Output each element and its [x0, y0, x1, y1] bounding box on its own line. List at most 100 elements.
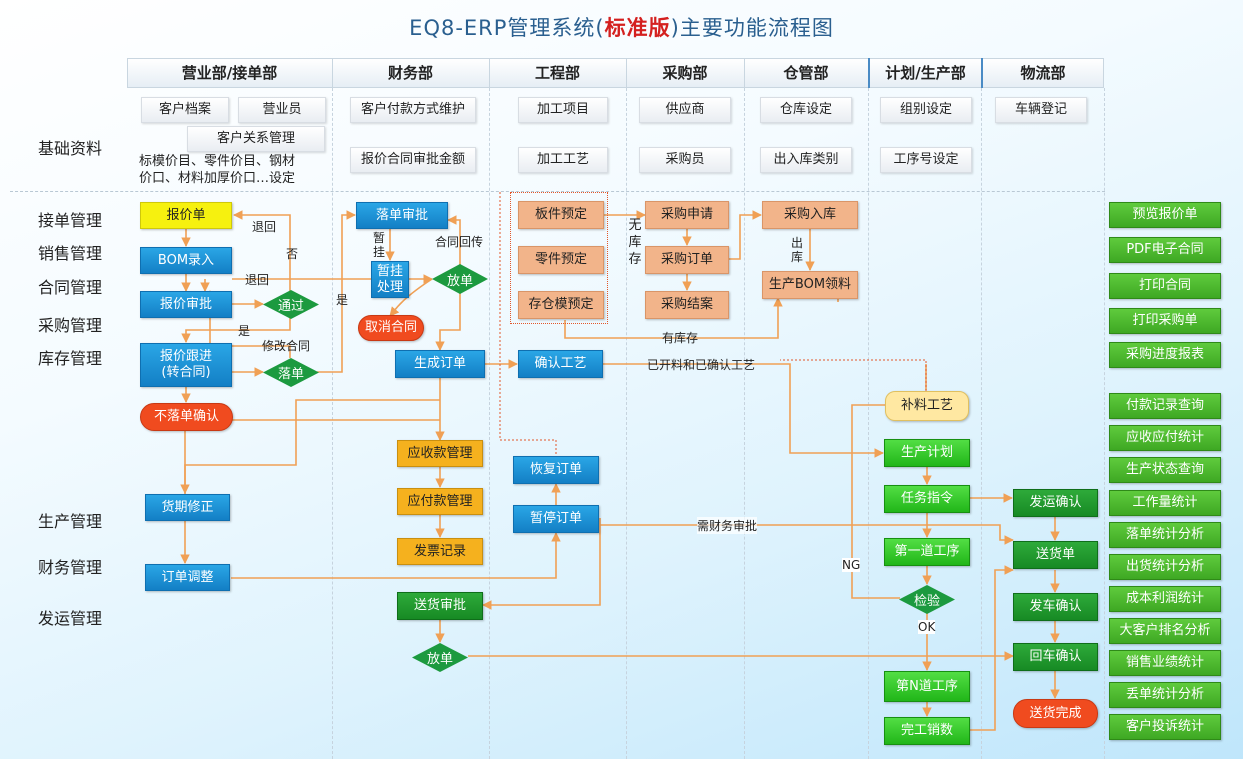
node-return-confirm[interactable]: 回车确认: [1013, 643, 1098, 671]
edge-label-back1: 退回: [252, 220, 277, 234]
node-inspect[interactable]: 检验: [899, 585, 955, 614]
node-release[interactable]: 放单: [432, 264, 488, 294]
node-quote[interactable]: 报价单: [140, 202, 232, 229]
basic-buyer[interactable]: 采购员: [639, 147, 731, 173]
dept-production: 计划/生产部: [885, 64, 966, 82]
edge-label-no: 否: [286, 247, 299, 261]
row-label-order: 接单管理: [38, 211, 103, 230]
title-highlight: 标准版: [604, 16, 671, 40]
node-purchase-in[interactable]: 采购入库: [762, 201, 858, 229]
edge-label-yes1: 是: [238, 324, 251, 338]
basic-group-setting[interactable]: 组别设定: [880, 97, 972, 123]
edge-label-ok: OK: [918, 620, 936, 634]
basic-process-craft[interactable]: 加工工艺: [518, 147, 608, 173]
report-workload[interactable]: 工作量统计: [1109, 490, 1221, 516]
report-order-analysis[interactable]: 落单统计分析: [1109, 522, 1221, 548]
node-task-order[interactable]: 任务指令: [884, 485, 970, 513]
node-quote-approve[interactable]: 报价审批: [140, 291, 232, 318]
report-complaints[interactable]: 客户投诉统计: [1109, 714, 1221, 740]
edge-label-hold: 暂挂: [372, 231, 385, 259]
node-order-approve[interactable]: 落单审批: [356, 202, 448, 229]
node-cancel-contract[interactable]: 取消合同: [358, 315, 424, 341]
row-label-inventory: 库存管理: [38, 349, 103, 368]
node-pass[interactable]: 通过: [263, 290, 319, 319]
report-print-contract[interactable]: 打印合同: [1109, 273, 1221, 299]
basic-step-setting[interactable]: 工序号设定: [880, 147, 972, 173]
row-label-sales: 销售管理: [38, 244, 103, 263]
node-receivable[interactable]: 应收款管理: [397, 440, 483, 467]
report-purchase-progress[interactable]: 采购进度报表: [1109, 342, 1221, 368]
node-order-placed[interactable]: 落单: [263, 358, 319, 387]
node-delivery-note[interactable]: 送货单: [1013, 541, 1098, 569]
node-truck-confirm[interactable]: 发车确认: [1013, 593, 1098, 621]
edge-label-no-stock: 无库存: [628, 218, 642, 267]
report-shipment-analysis[interactable]: 出货统计分析: [1109, 554, 1221, 580]
edge-label-need-fin: 需财务审批: [697, 517, 758, 534]
report-pdf-contract[interactable]: PDF电子合同: [1109, 237, 1221, 263]
node-nth-step[interactable]: 第N道工序: [884, 671, 970, 702]
dept-logistics: 物流部: [1020, 64, 1066, 82]
dept-sales: 营业部/接单部: [181, 64, 278, 82]
row-label-finance: 财务管理: [38, 558, 103, 577]
report-production-status[interactable]: 生产状态查询: [1109, 457, 1221, 483]
basic-quote-approval-amount[interactable]: 报价合同审批金额: [350, 147, 476, 173]
basic-crm[interactable]: 客户关系管理: [187, 126, 325, 152]
report-print-po[interactable]: 打印采购单: [1109, 308, 1221, 334]
report-lost-order[interactable]: 丢单统计分析: [1109, 682, 1221, 708]
node-resume-order[interactable]: 恢复订单: [513, 456, 599, 484]
report-preview-quote[interactable]: 预览报价单: [1109, 202, 1221, 228]
node-part-reserve[interactable]: 零件预定: [518, 246, 604, 274]
node-plate-reserve[interactable]: 板件预定: [518, 201, 604, 229]
node-supplement[interactable]: 补料工艺: [885, 391, 969, 421]
dept-purchase: 采购部: [662, 64, 708, 82]
row-label-purchase: 采购管理: [38, 316, 103, 335]
node-first-step[interactable]: 第一道工序: [884, 538, 970, 566]
node-pause-order[interactable]: 暂停订单: [513, 505, 599, 533]
node-no-order-confirm[interactable]: 不落单确认: [140, 403, 233, 431]
basic-customer-file[interactable]: 客户档案: [141, 97, 229, 123]
row-label-shipping: 发运管理: [38, 609, 103, 628]
report-payment-records[interactable]: 付款记录查询: [1109, 393, 1221, 419]
row-label-contract: 合同管理: [38, 278, 103, 297]
basic-process-item[interactable]: 加工项目: [518, 97, 608, 123]
edge-label-opened: 已开料和已确认工艺: [647, 358, 756, 372]
node-purchase-request[interactable]: 采购申请: [645, 201, 729, 229]
node-release2[interactable]: 放单: [412, 643, 468, 672]
report-key-customer[interactable]: 大客户排名分析: [1109, 618, 1221, 644]
basic-payment-method[interactable]: 客户付款方式维护: [350, 97, 476, 123]
basic-warehouse-setting[interactable]: 仓库设定: [760, 97, 852, 123]
node-quote-follow[interactable]: 报价跟进 (转合同): [140, 343, 232, 387]
basic-price-note: 标模价目、零件价目、钢材 价口、材料加厚价口…设定: [139, 154, 296, 186]
node-invoice[interactable]: 发票记录: [397, 538, 483, 565]
node-finish[interactable]: 完工销数: [884, 717, 970, 745]
basic-vehicle[interactable]: 车辆登记: [995, 97, 1087, 123]
edge-label-in-stock: 有库存: [662, 331, 699, 345]
node-date-fix[interactable]: 货期修正: [145, 494, 230, 521]
reserve-group-frame: [510, 192, 608, 324]
node-prod-plan[interactable]: 生产计划: [884, 439, 970, 467]
node-payable[interactable]: 应付款管理: [397, 488, 483, 515]
basic-supplier[interactable]: 供应商: [639, 97, 731, 123]
node-ship-confirm[interactable]: 发运确认: [1013, 489, 1098, 517]
node-purchase-close[interactable]: 采购结案: [645, 291, 729, 319]
node-purchase-order[interactable]: 采购订单: [645, 246, 729, 274]
report-cost-profit[interactable]: 成本利润统计: [1109, 586, 1221, 612]
report-sales-performance[interactable]: 销售业绩统计: [1109, 650, 1221, 676]
node-gen-order[interactable]: 生成订单: [395, 350, 485, 378]
edge-label-out-stock: 出库: [790, 236, 803, 264]
basic-salesperson[interactable]: 营业员: [238, 97, 326, 123]
node-bom-issue[interactable]: 生产BOM领料: [762, 271, 858, 299]
basic-io-category[interactable]: 出入库类别: [760, 147, 852, 173]
edge-label-back2: 退回: [245, 273, 270, 287]
node-confirm-process[interactable]: 确认工艺: [518, 350, 603, 378]
row-label-basic: 基础资料: [38, 139, 103, 158]
node-hold[interactable]: 暂挂 处理: [371, 261, 409, 298]
row-label-production: 生产管理: [38, 512, 103, 531]
node-mold-reserve[interactable]: 存仓模预定: [518, 291, 604, 319]
department-header-bar: [127, 58, 1104, 88]
report-ar-ap[interactable]: 应收应付统计: [1109, 425, 1221, 451]
node-bom-entry[interactable]: BOM录入: [140, 247, 232, 274]
node-ship-approve[interactable]: 送货审批: [397, 592, 483, 620]
node-delivered[interactable]: 送货完成: [1013, 699, 1098, 728]
node-order-adjust[interactable]: 订单调整: [145, 564, 230, 591]
